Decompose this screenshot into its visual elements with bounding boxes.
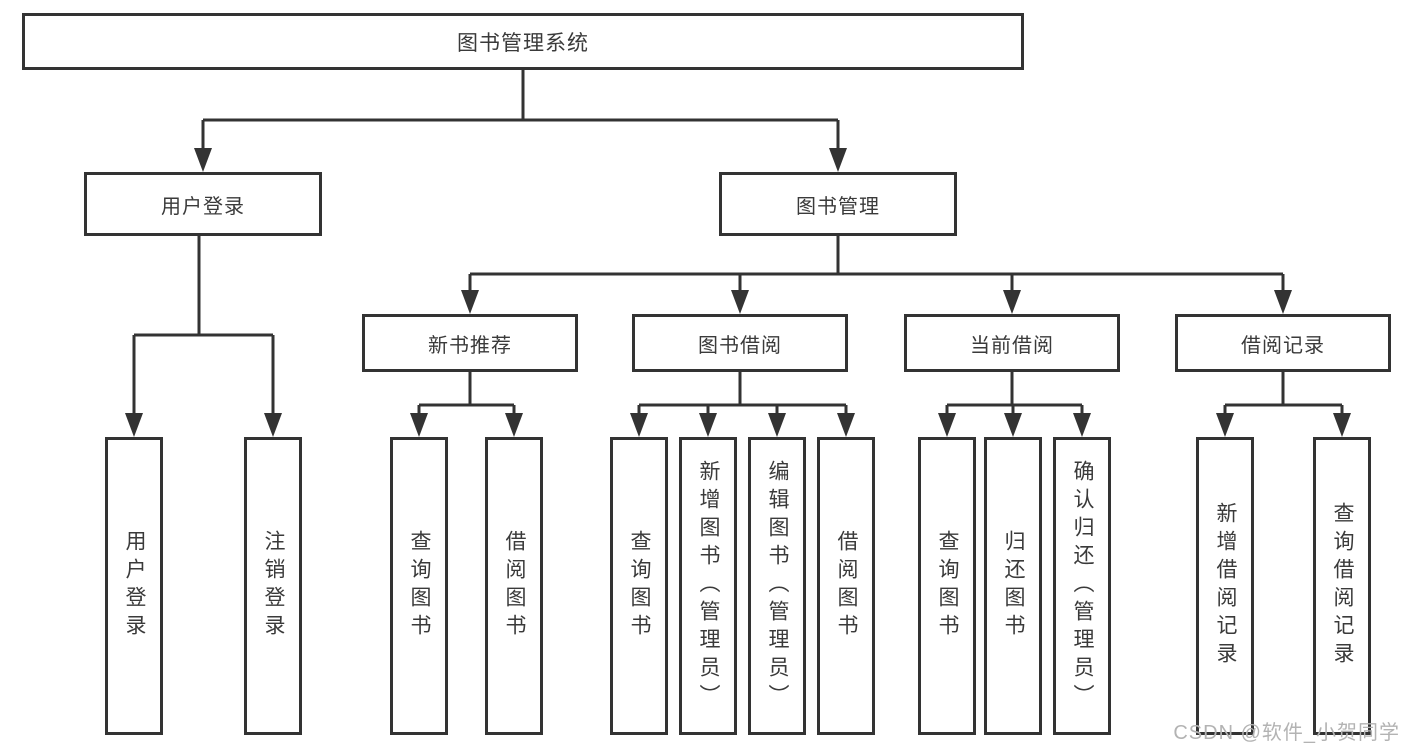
connector-borrow-record-group xyxy=(1223,372,1344,416)
arrowheads-level2 xyxy=(194,148,847,172)
node-leaf-query-books-borrowing: 查询图书 xyxy=(610,437,668,735)
node-leaf-query-books-current: 查询图书 xyxy=(918,437,976,735)
node-leaf-query-books-recommend: 查询图书 xyxy=(390,437,448,735)
node-leaf-borrow-books: 借阅图书 xyxy=(817,437,875,735)
node-leaf-logout: 注销登录 xyxy=(244,437,302,735)
connector-book-mgmt-to-level3 xyxy=(468,236,1285,294)
arrowheads-user-login-group xyxy=(125,413,282,437)
node-user-login: 用户登录 xyxy=(84,172,322,236)
connector-user-login-group xyxy=(132,236,275,415)
node-current-borrowing: 当前借阅 xyxy=(904,314,1120,372)
csdn-watermark: CSDN @软件_小贺同学 xyxy=(1173,722,1400,744)
arrowheads-level3 xyxy=(461,290,1292,314)
connector-root-to-level2 xyxy=(201,69,840,152)
node-book-management: 图书管理 xyxy=(719,172,957,236)
node-leaf-edit-book-admin: 编辑图书（管理员） xyxy=(748,437,806,735)
node-leaf-confirm-return-admin: 确认归还（管理员） xyxy=(1053,437,1111,735)
connector-book-borrow-group xyxy=(637,372,848,416)
node-leaf-add-borrow-record: 新增借阅记录 xyxy=(1196,437,1254,735)
node-new-book-recommend: 新书推荐 xyxy=(362,314,578,372)
node-root-system: 图书管理系统 xyxy=(22,13,1024,70)
node-leaf-query-borrow-record: 查询借阅记录 xyxy=(1313,437,1371,735)
node-leaf-user-login: 用户登录 xyxy=(105,437,163,735)
node-borrow-records: 借阅记录 xyxy=(1175,314,1391,372)
arrowheads-level4 xyxy=(410,413,1351,437)
connector-new-books-group xyxy=(417,372,516,416)
node-leaf-add-book-admin: 新增图书（管理员） xyxy=(679,437,737,735)
node-leaf-return-book: 归还图书 xyxy=(984,437,1042,735)
connector-current-borrow-group xyxy=(945,372,1084,416)
node-leaf-borrow-books-recommend: 借阅图书 xyxy=(485,437,543,735)
node-book-borrowing: 图书借阅 xyxy=(632,314,848,372)
